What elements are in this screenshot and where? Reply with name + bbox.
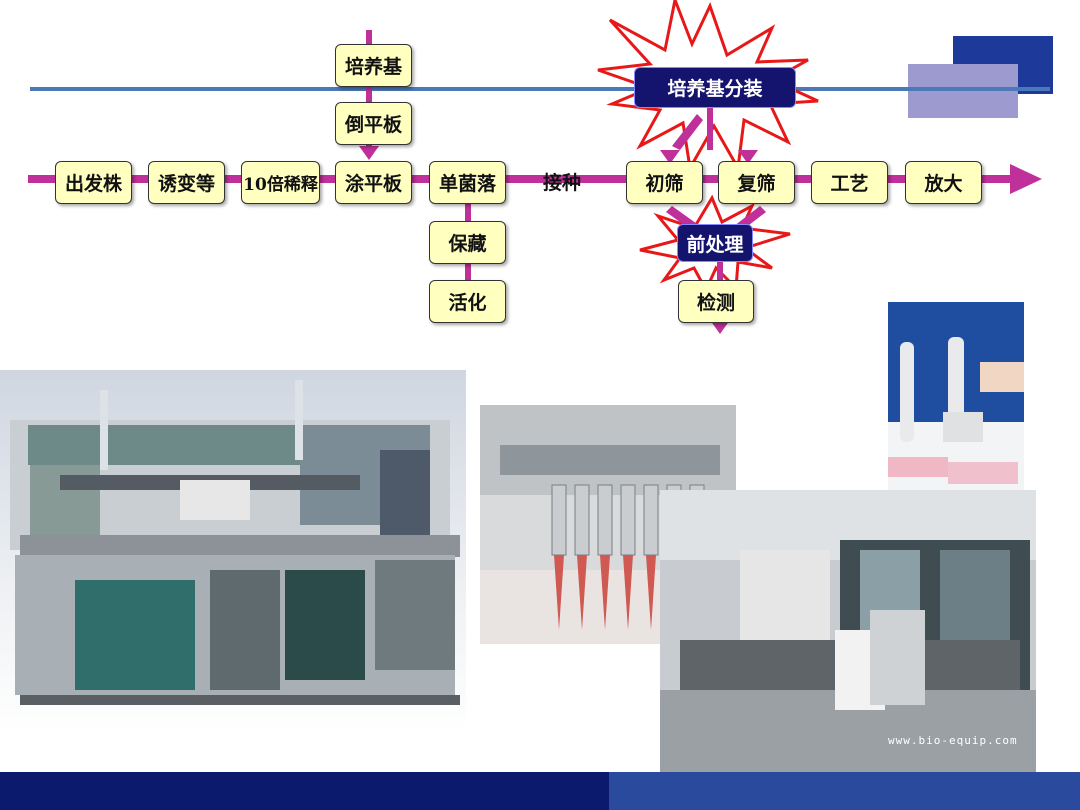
step-primary-screen: 初筛 (626, 161, 703, 204)
step-start-strain: 出发株 (55, 161, 132, 204)
step-activate: 活化 (429, 280, 506, 323)
photo-robotic-lab: www.bio-equip.com (660, 490, 1036, 772)
detect-arrow-head (710, 320, 730, 334)
footer-bar-dark (0, 772, 609, 810)
step-scale-up: 放大 (905, 161, 982, 204)
step-plating: 涂平板 (335, 161, 412, 204)
decor-block-light (908, 64, 1018, 118)
step-dilution: 10倍稀释 (241, 161, 320, 204)
photo-hand-pipettes (888, 302, 1024, 518)
photo-liquid-handler (0, 370, 466, 732)
watermark-text: www.bio-equip.com (888, 734, 1018, 747)
upper-arrow-head (359, 146, 379, 160)
footer-bar-light (609, 772, 1080, 810)
label-inoculate: 接种 (543, 172, 582, 194)
highlight-medium-dispense: 培养基分装 (634, 67, 796, 108)
step-single-colony: 单菌落 (429, 161, 506, 204)
step-preserve: 保藏 (429, 221, 506, 264)
arrow-to-chushai-head (660, 150, 680, 164)
step-process: 工艺 (811, 161, 888, 204)
arrow-to-fushai-head (738, 150, 758, 164)
upper-arrow-shaft (366, 30, 372, 148)
step-pour-plate: 倒平板 (335, 102, 412, 145)
step-secondary-screen: 复筛 (718, 161, 795, 204)
top-burst-stem (707, 100, 713, 150)
main-arrow-head (1010, 164, 1042, 194)
top-rule (30, 87, 1050, 91)
highlight-pretreatment: 前处理 (677, 224, 753, 262)
main-arrow-shaft (28, 175, 1013, 183)
step-medium: 培养基 (335, 44, 412, 87)
step-detection: 检测 (678, 280, 754, 323)
step-mutagenesis: 诱变等 (148, 161, 225, 204)
arrow-to-chushai (672, 114, 703, 150)
